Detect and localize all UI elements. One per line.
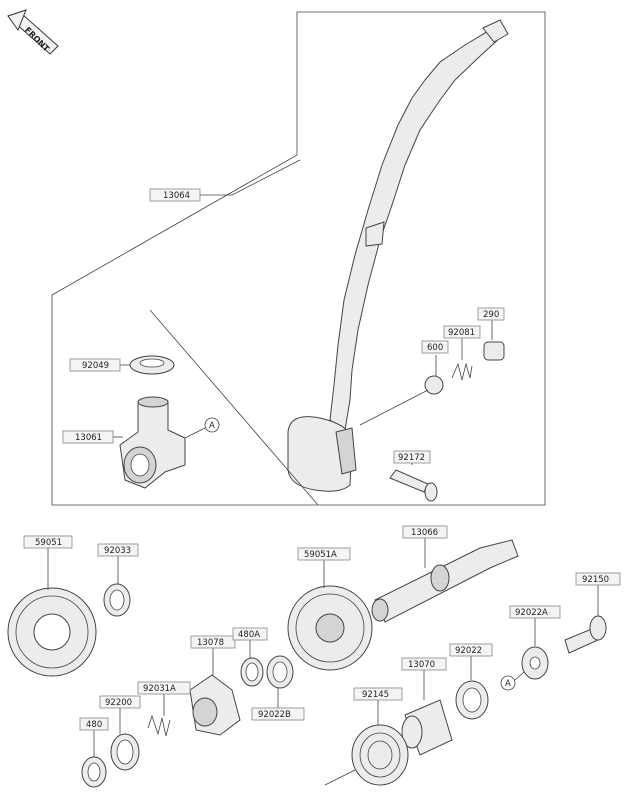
ball-600 [424, 375, 444, 395]
label-480A: 480A [238, 630, 260, 640]
gear-59051 [7, 587, 97, 677]
spring-92031A [147, 714, 171, 737]
label-92172: 92172 [398, 453, 425, 463]
tag-13064: 13064 [149, 188, 201, 202]
ref-marker-a-lower-label: A [505, 679, 511, 689]
ref-marker-a-upper-label: A [209, 421, 215, 431]
ratchet-13078 [189, 674, 241, 736]
washer-92022 [455, 680, 489, 720]
label-13078: 13078 [197, 638, 224, 648]
tag-13070: 13070 [401, 657, 447, 671]
tag-92022B: 92022B [251, 707, 305, 721]
tag-92022: 92022 [449, 643, 493, 657]
label-92200: 92200 [105, 698, 132, 708]
washer-92022A [521, 646, 549, 680]
tag-92145: 92145 [353, 687, 403, 701]
label-13064: 13064 [163, 191, 190, 201]
front-arrow-icon: FRONT [7, 9, 59, 55]
kick-pedal-lever [287, 19, 509, 492]
label-92033: 92033 [104, 546, 131, 556]
label-92031A: 92031A [143, 684, 176, 694]
label-92022B: 92022B [258, 710, 291, 720]
leader-lines-upper [113, 159, 493, 506]
assembly-outline [51, 11, 546, 506]
tag-92150: 92150 [575, 572, 621, 586]
label-59051A: 59051A [304, 550, 337, 560]
holder-13070 [401, 699, 453, 756]
label-13066: 13066 [411, 528, 438, 538]
tag-13078: 13078 [190, 635, 236, 649]
tag-92031A: 92031A [137, 681, 191, 695]
leader-lines-lower [47, 538, 599, 757]
tag-59051A: 59051A [297, 547, 351, 561]
spring-92145 [324, 724, 409, 786]
label-480: 480 [86, 720, 102, 730]
tag-59051: 59051 [23, 535, 73, 549]
tag-480A: 480A [232, 627, 268, 641]
tag-92200: 92200 [99, 695, 141, 709]
shaft-13066 [371, 539, 519, 623]
spring-92081 [451, 362, 473, 381]
label-13061: 13061 [75, 433, 102, 443]
gear-59051A [287, 585, 373, 671]
tag-92022A: 92022A [509, 605, 561, 619]
tag-92172: 92172 [393, 450, 431, 464]
label-92022A: 92022A [515, 608, 548, 618]
washer-92022B [266, 655, 294, 689]
tag-600: 600 [421, 340, 449, 354]
bolt-92172 [389, 469, 438, 502]
label-92049: 92049 [82, 361, 109, 371]
label-92081: 92081 [448, 328, 475, 338]
tag-92033: 92033 [97, 543, 139, 557]
tag-13066: 13066 [402, 525, 448, 539]
label-59051: 59051 [35, 538, 62, 548]
bolt-92150 [564, 615, 607, 654]
tag-92049: 92049 [69, 358, 121, 372]
plug-290 [483, 341, 505, 361]
label-92022: 92022 [455, 646, 482, 656]
label-600: 600 [427, 343, 443, 353]
tag-290: 290 [477, 307, 505, 321]
label-92150: 92150 [582, 575, 609, 585]
ref-marker-a-lower: A [500, 671, 525, 691]
collar-92033 [103, 583, 131, 617]
tag-480: 480 [79, 717, 109, 731]
tag-92081: 92081 [443, 325, 481, 339]
label-92145: 92145 [362, 690, 389, 700]
tag-13061: 13061 [62, 430, 114, 444]
label-290: 290 [483, 310, 499, 320]
seal-92049 [129, 355, 175, 375]
circlip-480 [81, 756, 107, 788]
boss-13061 [119, 396, 186, 489]
label-13070: 13070 [408, 660, 435, 670]
ref-marker-a-upper: A [184, 417, 220, 439]
washer-92200 [110, 733, 140, 771]
circlip-480A [240, 657, 264, 687]
